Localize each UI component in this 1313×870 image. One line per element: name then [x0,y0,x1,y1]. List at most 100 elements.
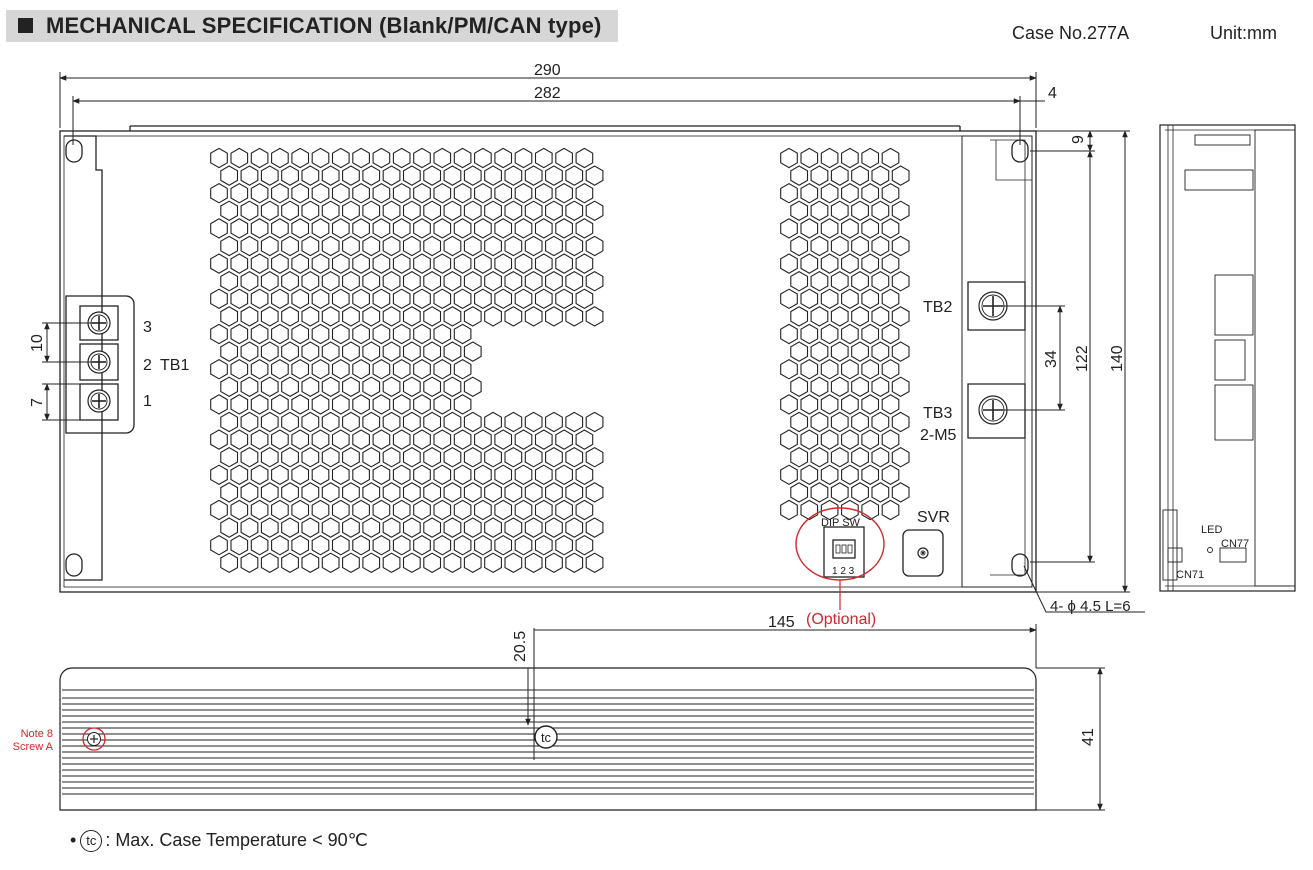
vent-hole [413,464,431,486]
vent-hole [494,464,513,486]
dim-edge-offset: 4 [1048,85,1057,102]
vent-hole [331,288,350,310]
dim-pitch-10: 10 [29,334,46,352]
vent-hole [281,376,299,398]
dip-switch-pins: 1 2 3 [832,566,855,577]
vent-hole [841,218,859,239]
vent-hole [494,499,513,521]
tb3-block [967,383,1026,439]
vent-hole [362,235,381,257]
vent-hole [861,429,880,450]
vent-hole [891,376,910,398]
vent-hole [871,376,890,398]
vent-hole [433,147,452,169]
vent-hole [362,165,381,186]
vent-hole [433,429,452,450]
vent-hole [342,446,360,468]
vent-hole [585,482,604,503]
vent-hole [524,306,543,327]
vent-hole [800,182,819,204]
vent-hole [555,534,573,556]
vent-hole [575,147,594,169]
vent-hole [790,306,809,327]
mounting-slot-top-left [65,139,83,163]
dip-toggle [847,544,853,554]
vent-hole [524,411,543,433]
vent-hole [281,517,299,538]
vent-hole [871,165,890,186]
vent-hole [524,552,543,574]
vent-hole [494,218,513,239]
vent-hole [484,446,502,468]
vent-hole [352,147,370,169]
vent-hole [810,411,829,433]
vent-hole [565,200,584,222]
vent-hole [240,482,259,503]
vent-hole [281,270,299,292]
vent-hole [851,235,869,257]
vent-hole [534,499,553,521]
vent-hole [372,358,391,380]
vent-hole [534,288,553,310]
vent-hole [331,253,350,274]
vent-hole [524,517,543,538]
vent-hole [585,552,604,574]
vent-hole [545,200,563,222]
vent-hole [220,446,239,468]
vent-hole [240,165,259,186]
vent-hole [891,165,910,186]
vent-hole [575,288,594,310]
side-view [1159,124,1296,592]
vent-hole [240,552,259,574]
vent-hole [250,182,269,204]
vent-hole [321,517,340,538]
vent-hole [382,411,401,433]
vent-hole [463,341,482,362]
vent-hole [891,341,910,362]
vent-hole [443,376,462,398]
vent-hole [861,394,880,415]
vent-hole [210,429,228,450]
vent-hole [311,534,330,556]
vent-hole [321,482,340,503]
vent-hole [230,323,249,345]
vent-hole [881,499,900,521]
tb1-label: TB1 [160,357,189,374]
vent-hole [871,200,890,222]
vent-hole [575,429,594,450]
vent-hole [210,499,228,521]
vent-hole [271,218,289,239]
vent-hole [311,288,330,310]
vent-hole [331,394,350,415]
vent-hole [504,517,523,538]
vent-hole [291,253,310,274]
vent-hole [555,288,573,310]
vent-hole [321,270,340,292]
dip-toggle [835,544,841,554]
vent-hole [413,429,431,450]
vent-hole [443,306,462,327]
vent-hole [271,358,289,380]
vent-hole [565,482,584,503]
vent-hole [810,200,829,222]
vent-hole [810,165,829,186]
vent-hole [861,182,880,204]
vent-hole [820,429,839,450]
side-led-label: LED [1201,524,1222,536]
vent-hole [891,306,910,327]
vent-hole [342,482,360,503]
vent-hole [352,534,370,556]
vent-hole [534,253,553,274]
vent-hole [210,394,228,415]
vent-hole [524,446,543,468]
vent-hole [220,306,239,327]
vent-hole [851,306,869,327]
vent-hole [230,464,249,486]
vent-hole [230,358,249,380]
vent-hole [453,358,472,380]
vent-hole [861,147,880,169]
vent-hole [423,517,442,538]
vent-hole [402,200,421,222]
vent-hole [504,306,523,327]
vent-hole [841,253,859,274]
